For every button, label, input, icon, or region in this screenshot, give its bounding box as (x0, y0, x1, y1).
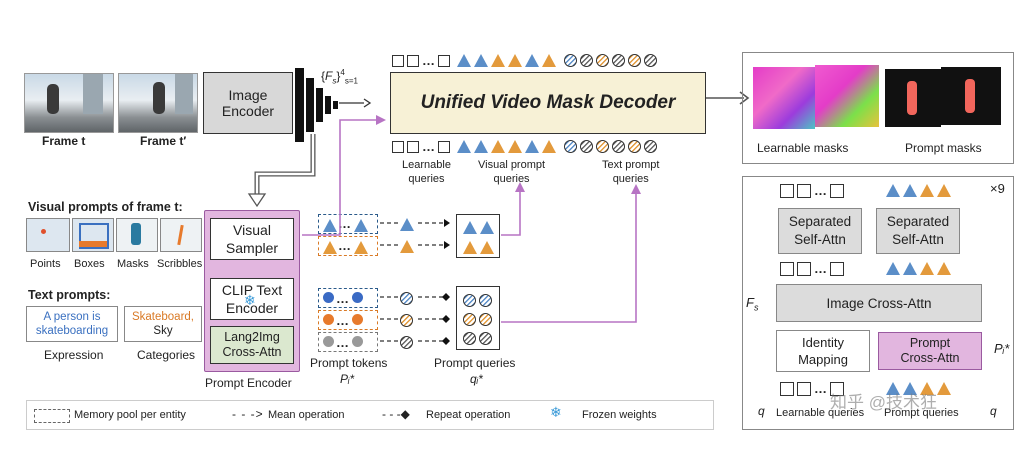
detail-top-prompt (886, 182, 954, 200)
mean-token-text-1 (400, 290, 416, 308)
unified-decoder-box: Unified Video Mask Decoder (390, 72, 706, 134)
frame-t2-image (118, 73, 198, 133)
visual-prompts-title: Visual prompts of frame t: (28, 200, 183, 214)
frame-t-image (24, 73, 114, 133)
frozen-icon: ❄ (550, 404, 562, 420)
mean-op-legend: Mean operation (268, 409, 345, 421)
text-prompt-queries-label: Text prompt queries (602, 159, 660, 185)
features-label: {Fs}4s=1 (321, 68, 358, 86)
image-cross-attn-box: Image Cross-Attn (776, 284, 982, 322)
prompt-mask-1 (885, 69, 941, 127)
bottom-learnable-label: Learnable queries (776, 407, 865, 419)
prompt-cross-attn-box: Prompt Cross-Attn (878, 332, 982, 370)
decoder-top-queries: … (392, 52, 660, 70)
learnable-mask-1 (753, 67, 815, 129)
text-token-group-3: … (318, 332, 378, 352)
scribbles-label: Scribbles (157, 258, 203, 270)
purple-feedback-arrows (302, 115, 641, 323)
learnable-mask-2 (815, 65, 879, 127)
pi-label: Pᵢ* (994, 341, 1010, 356)
prompt-encoder-label: Prompt Encoder (205, 376, 292, 390)
legend-bar (26, 400, 714, 430)
prompt-masks-label: Prompt masks (905, 141, 982, 155)
learnable-queries-label: Learnable queries (402, 159, 451, 185)
masks-thumb (116, 218, 158, 252)
prompt-queries-label: Prompt queries (434, 356, 516, 370)
categories-black-text: Sky (153, 325, 173, 337)
repeat-op-legend: Repeat operation (426, 409, 511, 421)
q-left-label: q (758, 404, 765, 418)
mean-token-visual-2 (400, 238, 417, 256)
separated-self-attn-2: Separated Self-Attn (876, 208, 960, 254)
mean-token-text-2 (400, 312, 416, 330)
feature-pyramid (295, 68, 372, 142)
visual-token-group-2: … (318, 236, 378, 256)
decoder-detail-panel (742, 176, 1014, 430)
detail-bottom-prompt (886, 380, 954, 398)
output-panel: Learnable masks Prompt masks (742, 52, 1014, 164)
visual-token-group-1: … (318, 214, 378, 234)
text-token-group-1: … (318, 288, 378, 308)
expression-label: Expression (44, 348, 104, 362)
mean-token-visual-1 (400, 216, 417, 234)
encoder-to-sampler-arrow (247, 134, 316, 208)
detail-mid-learnable: … (780, 260, 847, 278)
categories-orange-text: Skateboard, (131, 311, 194, 323)
frame-t2-label: Frame t′ (140, 134, 187, 148)
boxes-label: Boxes (74, 258, 105, 270)
detail-bottom-learnable: … (780, 380, 847, 398)
repeat-count: ×9 (990, 181, 1005, 196)
memory-pool-legend: Memory pool per entity (74, 409, 186, 421)
expression-box: A person is skateboarding (26, 306, 118, 342)
decoder-bottom-queries: … (392, 138, 660, 156)
categories-label: Categories (137, 348, 196, 362)
mean-op-icon: - - -> (232, 407, 264, 421)
fs-label: Fs (746, 295, 759, 313)
detail-top-learnable: … (780, 182, 847, 200)
bottom-prompt-label: Prompt queries (884, 407, 959, 419)
prompt-tokens-label: Prompt tokens (310, 356, 388, 370)
text-token-group-2: … (318, 310, 378, 330)
mean-token-text-3 (400, 334, 416, 352)
prompt-tokens-symbol: Pᵢ* (340, 372, 355, 386)
text-prompts-title: Text prompts: (28, 288, 111, 302)
watermark: 知乎 @技术狂 (830, 393, 937, 412)
visual-prompt-query-box (456, 214, 500, 258)
frozen-legend: Frozen weights (582, 409, 657, 421)
snowflake-icon: ❄ (244, 292, 256, 308)
learnable-masks-label: Learnable masks (757, 141, 849, 155)
q-right-label: q (990, 404, 997, 418)
prompt-queries-symbol: qᵢ* (470, 372, 483, 386)
boxes-thumb (72, 218, 114, 252)
points-thumb (26, 218, 70, 252)
image-encoder-box: Image Encoder (203, 72, 293, 134)
clip-text-encoder-box: CLIP Text Encoder (210, 278, 294, 320)
scribbles-thumb (160, 218, 202, 252)
frame-t-label: Frame t (42, 134, 86, 148)
categories-box: Skateboard, Sky (124, 306, 202, 342)
prompt-mask-2 (941, 67, 1001, 125)
repeat-op-icon: - - -◆ (382, 407, 410, 421)
masks-label: Masks (117, 258, 149, 270)
points-label: Points (30, 258, 61, 270)
visual-prompt-queries-label: Visual prompt queries (478, 159, 546, 185)
token-arrows (380, 219, 450, 345)
memory-pool-legend-icon (34, 409, 70, 423)
visual-sampler-box: Visual Sampler (210, 218, 294, 260)
text-prompt-query-box (456, 286, 500, 350)
lang2img-box: Lang2Img Cross-Attn (210, 326, 294, 364)
identity-mapping-box: Identity Mapping (776, 330, 870, 372)
detail-mid-prompt (886, 260, 954, 278)
separated-self-attn-1: Separated Self-Attn (778, 208, 862, 254)
